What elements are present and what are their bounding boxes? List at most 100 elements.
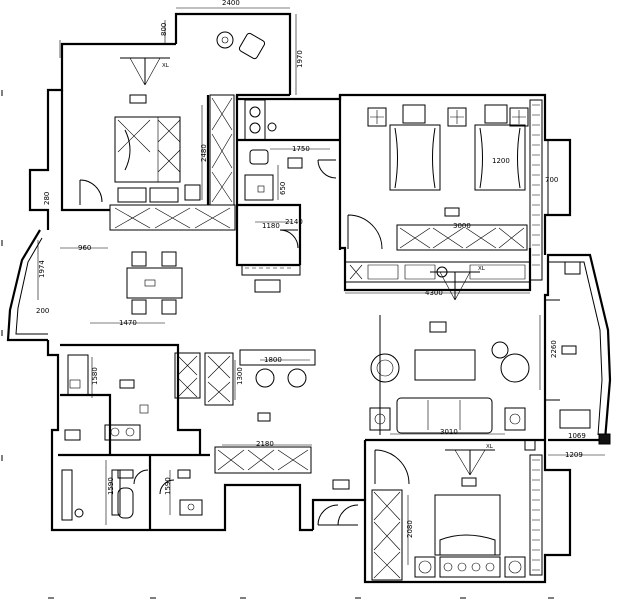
balcony-chair bbox=[238, 32, 266, 60]
study-room: XL bbox=[114, 57, 201, 203]
study-chair bbox=[124, 129, 131, 171]
dim-right-2260: 2260 bbox=[550, 340, 558, 358]
dim-wc2-1590: 1590 bbox=[164, 477, 172, 495]
bar-stool-1 bbox=[255, 368, 275, 388]
living-room bbox=[369, 321, 530, 434]
entry-cabinet bbox=[214, 446, 312, 474]
bar-counter bbox=[239, 349, 316, 366]
nightstand-right bbox=[504, 556, 526, 578]
door-bath bbox=[317, 159, 337, 179]
fridge bbox=[67, 354, 89, 396]
storage-strip: XL bbox=[241, 261, 531, 301]
bathroom bbox=[244, 99, 303, 201]
dim-bar-1800: 1800 bbox=[264, 356, 282, 364]
kitchen-divider bbox=[60, 393, 112, 455]
wardrobe-1 bbox=[396, 224, 528, 251]
door-wc bbox=[133, 469, 149, 485]
dim-stair-1300: 1300 bbox=[236, 367, 244, 385]
dim-left-200: 200 bbox=[36, 307, 49, 315]
coffee-table bbox=[414, 349, 476, 381]
door-bedroom1 bbox=[347, 214, 383, 250]
dim-dining-1470: 1470 bbox=[119, 319, 137, 327]
stair-cabinet bbox=[204, 352, 234, 406]
bed-double bbox=[434, 494, 501, 556]
tall-cabinet bbox=[209, 94, 235, 206]
right-wall bbox=[543, 253, 612, 445]
bed2-tag bbox=[461, 477, 477, 487]
side-table-right bbox=[504, 407, 526, 431]
hall-tag bbox=[257, 412, 271, 422]
living-west-wall bbox=[60, 90, 110, 212]
dim-right-1069: 1069 bbox=[568, 432, 586, 440]
dim-sofa-3010: 3010 bbox=[440, 428, 458, 436]
study-sofa bbox=[117, 187, 147, 203]
wc-sink bbox=[179, 499, 203, 516]
door-bedroom2 bbox=[374, 449, 410, 485]
dim-wc-1590: 1590 bbox=[107, 477, 115, 495]
kitchen-tag bbox=[119, 379, 135, 389]
washer bbox=[559, 409, 591, 429]
ac-label-top: XL bbox=[162, 63, 170, 69]
ac-unit-bottom: XL bbox=[445, 444, 495, 476]
dim-bed2-2080: 2080 bbox=[406, 520, 414, 538]
door-entry bbox=[317, 504, 359, 526]
bay-window-1 bbox=[547, 139, 571, 216]
wc-shower bbox=[61, 469, 73, 521]
ac-unit-mid: XL bbox=[430, 266, 486, 301]
bath-west-wall bbox=[235, 95, 300, 267]
bay-radiator-2 bbox=[529, 454, 543, 576]
bay-radiator-1 bbox=[529, 99, 543, 281]
balcony-furniture bbox=[216, 31, 266, 60]
study-stool bbox=[184, 184, 201, 201]
cabinet-strips bbox=[109, 94, 236, 231]
dimension-lines bbox=[37, 7, 605, 565]
door-wc2 bbox=[159, 479, 175, 495]
dimension-texts: 2400 800 1970 2480 1750 650 1180 2140 30… bbox=[36, 0, 586, 538]
dim-wardrobe: 3000 bbox=[453, 222, 471, 230]
bed1-tag bbox=[444, 207, 460, 217]
stove bbox=[104, 424, 141, 441]
doors bbox=[79, 159, 410, 526]
study-tag bbox=[129, 94, 147, 104]
hall-cabinet bbox=[214, 412, 350, 490]
dim-living-4300: 4300 bbox=[425, 289, 443, 297]
shoe-cabinet bbox=[344, 261, 531, 283]
dim-dining-960: 960 bbox=[78, 244, 91, 252]
ac-label-mid: XL bbox=[478, 266, 486, 272]
kitchen bbox=[64, 349, 316, 441]
dim-left-280: 280 bbox=[43, 192, 51, 205]
dining-table bbox=[126, 267, 183, 299]
dim-hall-2180: 2180 bbox=[256, 440, 274, 448]
toilet bbox=[249, 149, 269, 165]
bedside-1 bbox=[367, 107, 387, 127]
dim-right-1209: 1209 bbox=[565, 451, 583, 459]
bar-stool-2 bbox=[287, 368, 307, 388]
dim-kitchen-1580: 1580 bbox=[91, 367, 99, 385]
balcony-wall bbox=[174, 12, 292, 95]
wc-toilet bbox=[117, 487, 134, 519]
shower bbox=[244, 174, 274, 201]
ac-unit-top: XL bbox=[120, 57, 170, 86]
left-bay-wall bbox=[6, 229, 48, 342]
dim-bath-width: 1750 bbox=[292, 145, 310, 153]
dim-corridor-width2: 2140 bbox=[285, 218, 303, 226]
dining bbox=[126, 251, 183, 315]
right-balcony bbox=[545, 261, 591, 429]
wardrobe-2 bbox=[371, 489, 403, 581]
ac-label-bottom: XL bbox=[486, 444, 494, 450]
dim-living-height: 2480 bbox=[200, 144, 208, 162]
nightstand-left bbox=[414, 556, 436, 578]
bed-1 bbox=[389, 124, 441, 191]
dim-balcony-width: 2400 bbox=[222, 0, 240, 7]
dim-balcony-top: 800 bbox=[160, 23, 168, 36]
master-bedroom bbox=[367, 99, 571, 281]
kitchen-north-wall bbox=[60, 343, 202, 455]
side-table-left bbox=[369, 407, 391, 431]
left-lower-wall bbox=[46, 340, 313, 532]
outer-walls bbox=[6, 12, 612, 584]
door-corridor bbox=[279, 229, 299, 249]
balcony-table bbox=[216, 31, 234, 49]
left-upper-wall bbox=[28, 42, 176, 230]
dim-corridor-width: 1180 bbox=[262, 222, 280, 230]
